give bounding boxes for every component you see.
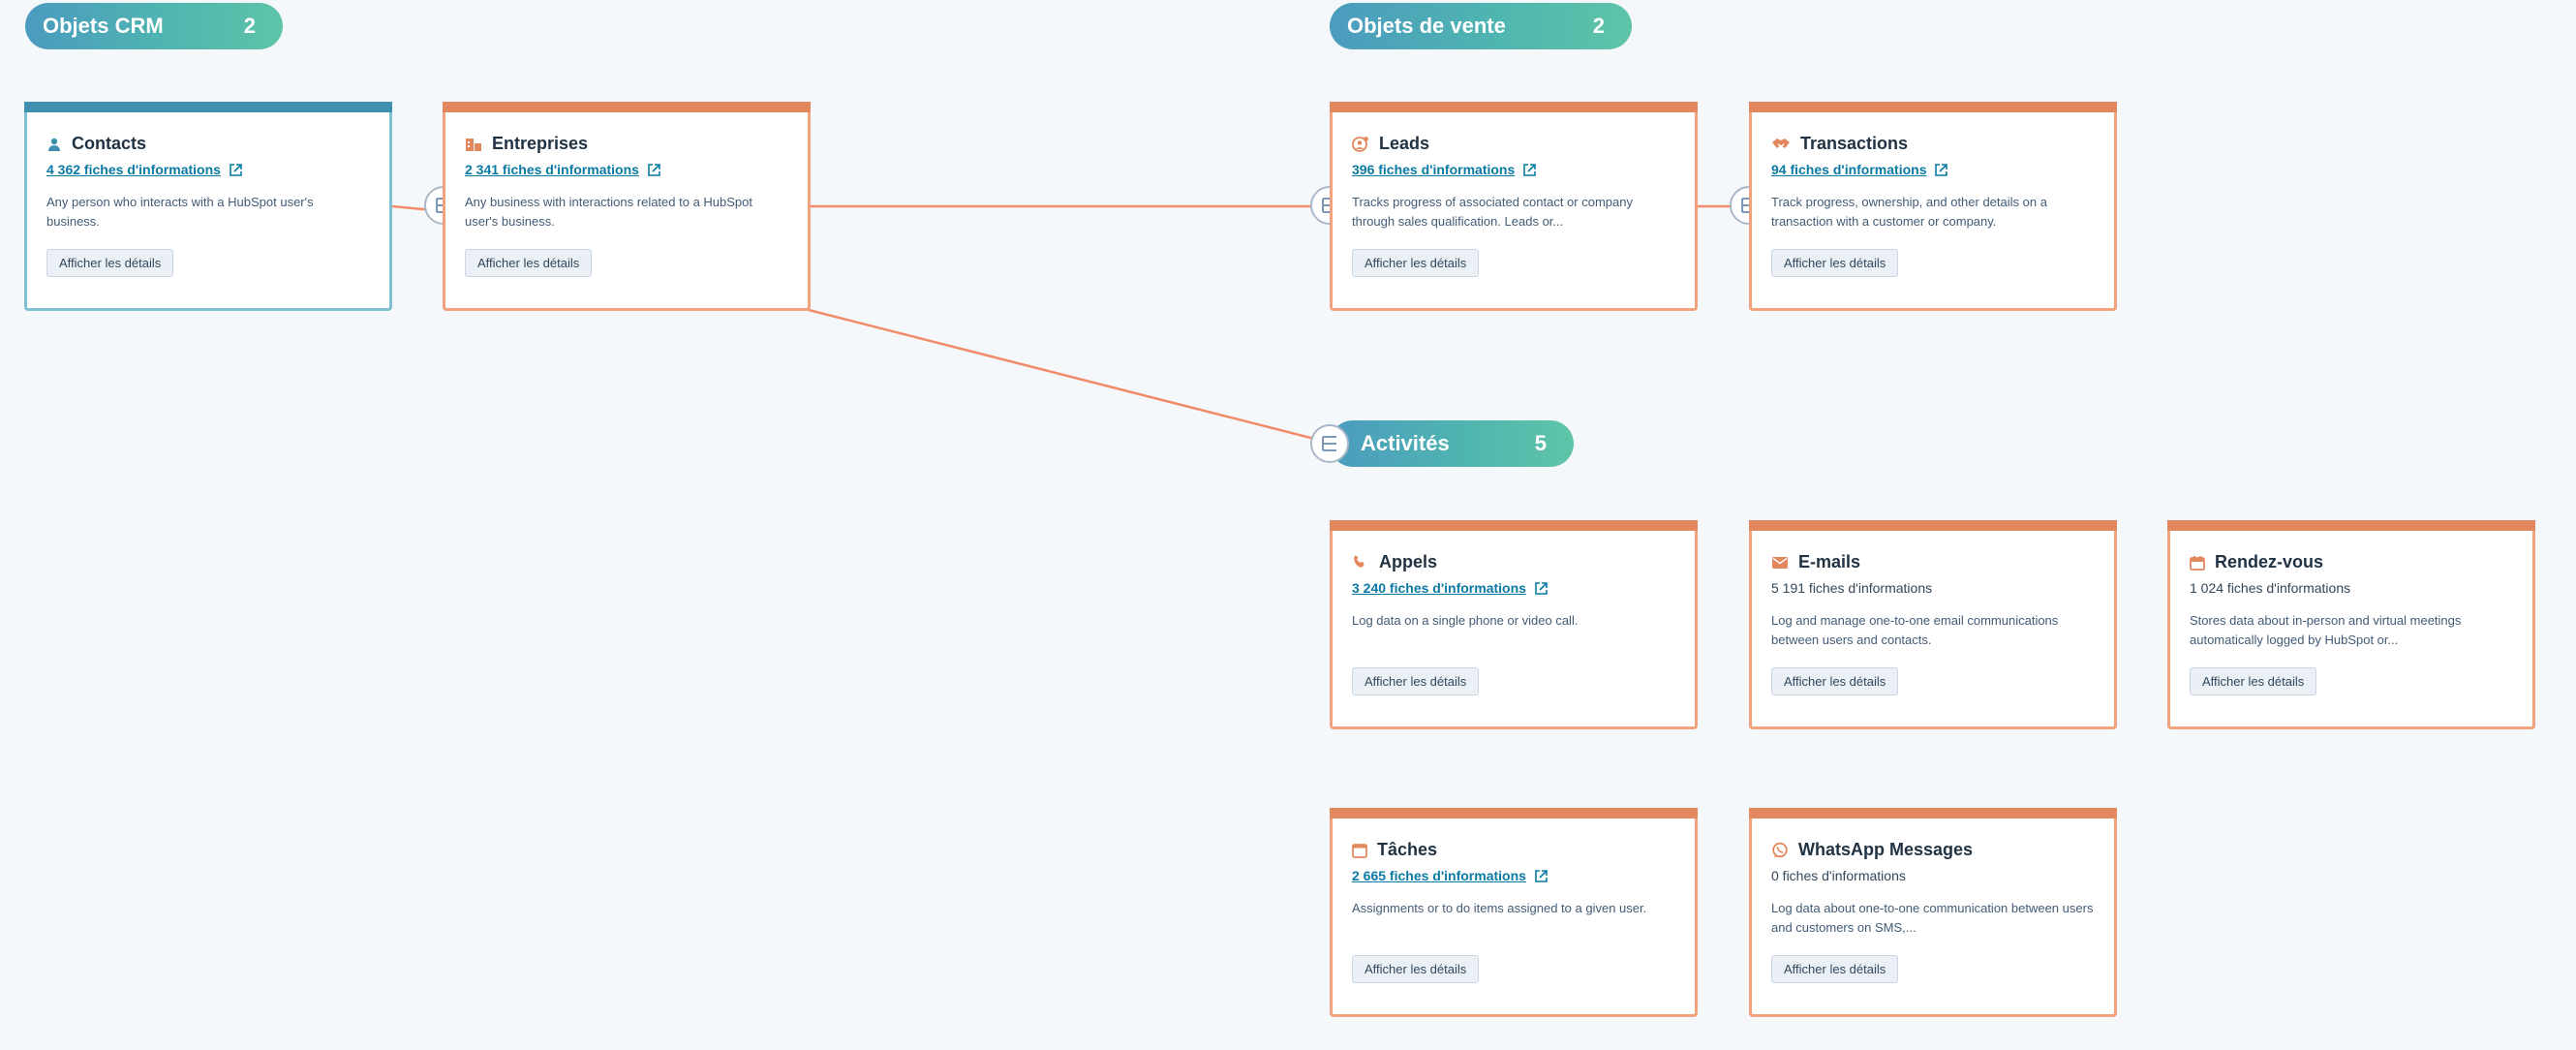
records-link[interactable]: 94 fiches d'informations: [1771, 162, 1927, 177]
card-title: Appels: [1379, 552, 1438, 571]
view-details-button[interactable]: Afficher les détails: [1771, 249, 1899, 277]
card-contacts: Contacts 4 362 fiches d'informations Any…: [24, 102, 392, 311]
card-description: Tracks progress of associated contact or…: [1352, 195, 1633, 229]
card-rendez-vous: Rendez-vous 1 024 fiches d'informations …: [2167, 520, 2535, 729]
card-description: Log and manage one-to-one email communic…: [1771, 613, 2059, 647]
card-title: Rendez-vous: [2215, 552, 2324, 571]
group-count: 2: [1592, 14, 1605, 38]
records-link[interactable]: 3 240 fiches d'informations: [1352, 580, 1526, 596]
records-link[interactable]: 2 341 fiches d'informations: [465, 162, 639, 177]
external-link-icon[interactable]: [1934, 163, 1948, 177]
group-count: 5: [1534, 431, 1547, 455]
lead-icon: [1352, 136, 1368, 152]
card-description: Stores data about in-person and virtual …: [2190, 613, 2462, 647]
view-details-button[interactable]: Afficher les détails: [46, 249, 174, 277]
card-title: E-mails: [1798, 552, 1861, 571]
group-label: Activités: [1361, 431, 1450, 455]
email-icon: [1772, 556, 1788, 569]
calendar-icon: [2190, 555, 2205, 571]
group-count: 2: [243, 14, 256, 38]
card-description: Any business with interactions related t…: [465, 195, 753, 229]
records-link[interactable]: 396 fiches d'informations: [1352, 162, 1516, 177]
card-description: Track progress, ownership, and other det…: [1771, 195, 2047, 229]
group-label: Objets CRM: [43, 14, 164, 38]
records-link[interactable]: 4 362 fiches d'informations: [46, 162, 221, 177]
records-count: 1 024 fiches d'informations: [2190, 580, 2351, 596]
card-title: Entreprises: [492, 134, 589, 153]
person-icon: [48, 138, 60, 151]
association-icon: [1322, 436, 1336, 451]
external-link-icon[interactable]: [647, 163, 661, 177]
card-description: Assignments or to do items assigned to a…: [1352, 901, 1647, 915]
card-description: Log data about one-to-one communication …: [1771, 901, 2094, 935]
group-objets-de-vente[interactable]: Objets de vente 2: [1330, 3, 1632, 49]
card-title: Contacts: [72, 134, 147, 153]
building-icon: [466, 138, 481, 151]
view-details-button[interactable]: Afficher les détails: [1352, 955, 1480, 983]
card-title: Tâches: [1377, 840, 1438, 859]
group-activites[interactable]: Activités 5: [1330, 420, 1574, 467]
external-link-icon[interactable]: [1534, 581, 1549, 596]
card-appels: Appels 3 240 fiches d'informations Log d…: [1330, 520, 1698, 729]
view-details-button[interactable]: Afficher les détails: [2190, 667, 2317, 695]
task-icon: [1352, 843, 1367, 858]
external-link-icon[interactable]: [1522, 163, 1537, 177]
card-leads: Leads 396 fiches d'informations Tracks p…: [1330, 102, 1698, 311]
phone-icon: [1354, 555, 1365, 568]
external-link-icon[interactable]: [1534, 869, 1549, 883]
records-count: 0 fiches d'informations: [1771, 868, 1906, 883]
card-description: Log data on a single phone or video call…: [1352, 613, 1579, 628]
group-label: Objets de vente: [1347, 14, 1506, 38]
group-objets-crm[interactable]: Objets CRM 2: [25, 3, 283, 49]
external-link-icon[interactable]: [229, 163, 243, 177]
card-emails: E-mails 5 191 fiches d'informations Log …: [1749, 520, 2117, 729]
view-details-button[interactable]: Afficher les détails: [1352, 667, 1480, 695]
view-details-button[interactable]: Afficher les détails: [1771, 955, 1899, 983]
card-title: Transactions: [1800, 134, 1909, 153]
card-whatsapp-messages: WhatsApp Messages 0 fiches d'information…: [1749, 808, 2117, 1017]
card-transactions: Transactions 94 fiches d'informations Tr…: [1749, 102, 2117, 311]
card-description: Any person who interacts with a HubSpot …: [46, 195, 314, 229]
association-node[interactable]: [1310, 424, 1349, 463]
card-title: Leads: [1379, 134, 1430, 153]
handshake-icon: [1772, 138, 1790, 148]
whatsapp-icon: [1772, 842, 1788, 857]
view-details-button[interactable]: Afficher les détails: [465, 249, 593, 277]
records-count: 5 191 fiches d'informations: [1771, 580, 1933, 596]
view-details-button[interactable]: Afficher les détails: [1771, 667, 1899, 695]
card-title: WhatsApp Messages: [1798, 840, 1974, 859]
view-details-button[interactable]: Afficher les détails: [1352, 249, 1480, 277]
line-entreprises-activites: [808, 308, 1331, 445]
records-link[interactable]: 2 665 fiches d'informations: [1352, 868, 1526, 883]
card-entreprises: Entreprises 2 341 fiches d'informations …: [443, 102, 811, 311]
card-taches: Tâches 2 665 fiches d'informations Assig…: [1330, 808, 1698, 1017]
